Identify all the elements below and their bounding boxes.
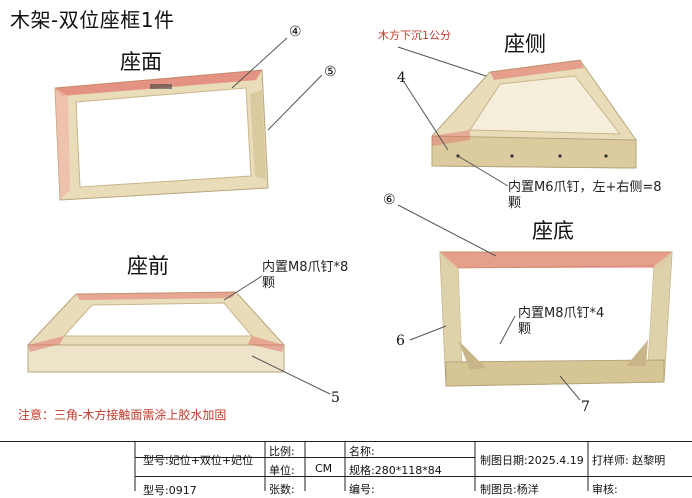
view-label-seat-bottom: 座底 xyxy=(532,219,574,243)
unit-label: 单位: xyxy=(269,464,295,477)
annotation-bottom-nails: 内置M8爪钉*4 颗 xyxy=(518,306,604,338)
footer-note: 注意：三角-木方接触面需涂上胶水加固 xyxy=(18,408,227,422)
annotation-front-nails: 内置M8爪钉*8 颗 xyxy=(262,260,348,292)
annotation-bottom-nails-line1: 内置M8爪钉*4 xyxy=(518,306,605,321)
annotation-side-nails-line2: 颗 xyxy=(508,196,522,211)
callout-7: 7 xyxy=(581,399,590,415)
view-label-seat-face: 座面 xyxy=(120,50,162,74)
annotation-front-nails-line2: 颗 xyxy=(262,276,276,291)
document-title: 木架-双位座框1件 xyxy=(10,8,175,32)
callout-4-circled: ④ xyxy=(289,24,302,40)
name-label: 名称: xyxy=(349,445,375,458)
callout-6-circled: ⑥ xyxy=(383,192,396,208)
draw-date: 制图日期:2025.4.19 xyxy=(480,454,584,467)
qty-label: 张数: xyxy=(269,483,295,496)
seat-front-frame xyxy=(27,291,285,373)
callout-5: 5 xyxy=(331,390,340,406)
annotation-bottom-nails-line2: 颗 xyxy=(518,322,532,337)
seat-side-frame xyxy=(431,59,637,169)
code-label: 编号: xyxy=(349,483,375,496)
annotation-side-nails: 内置M6爪钉，左+右侧=8 颗 xyxy=(508,180,662,212)
model-line-2: 型号:0917 xyxy=(143,484,197,497)
reviewer: 审核: xyxy=(592,483,618,496)
callout-4: 4 xyxy=(397,70,406,86)
seat-bottom-frame xyxy=(439,251,673,387)
title-block: 型号:妃位+双位+妃位 型号:0917 比例: 单位: CM 张数: 名称: 规… xyxy=(0,441,692,497)
scale-label: 比例: xyxy=(269,445,295,458)
callout-6: 6 xyxy=(396,333,405,349)
seat-face-frame xyxy=(54,69,269,201)
model-line-1: 型号:妃位+双位+妃位 xyxy=(143,454,254,467)
callout-5-circled: ⑤ xyxy=(324,64,337,80)
pattern-maker: 打样师: 赵黎明 xyxy=(592,454,666,467)
annotation-front-nails-line1: 内置M8爪钉*8 xyxy=(262,260,349,275)
title-block-grid xyxy=(0,441,692,491)
view-label-seat-front: 座前 xyxy=(127,254,169,278)
spec-label: 规格:280*118*84 xyxy=(349,464,442,477)
annotation-side-nails-line1: 内置M6爪钉，左+右侧=8 xyxy=(508,180,662,195)
view-label-seat-side: 座侧 xyxy=(504,32,546,56)
unit-value: CM xyxy=(315,462,333,475)
drafter: 制图员:杨洋 xyxy=(480,483,539,496)
annotation-top-sink: 木方下沉1公分 xyxy=(378,29,451,42)
frame-illustrations xyxy=(27,37,673,401)
